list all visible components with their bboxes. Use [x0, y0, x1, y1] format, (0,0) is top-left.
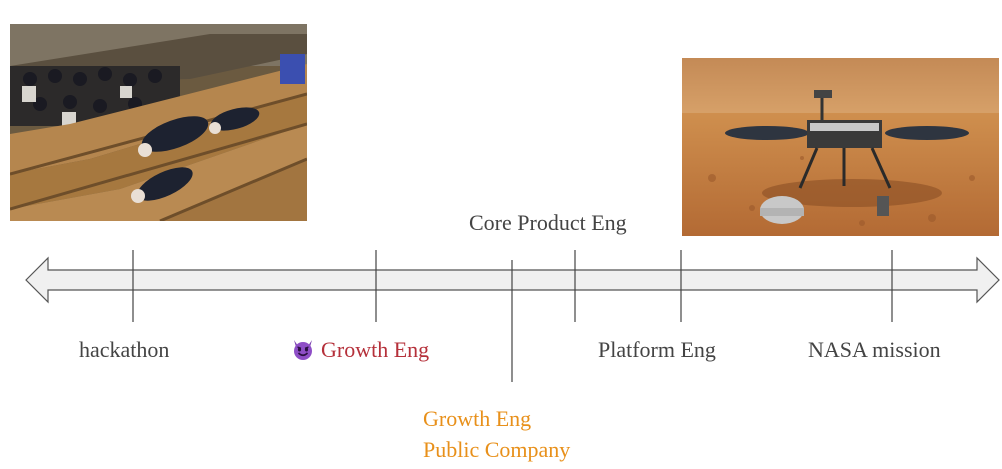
growth-public-line2: Public Company: [423, 437, 571, 462]
hackathon-label: hackathon: [79, 337, 170, 362]
platform-eng-label: Platform Eng: [598, 337, 716, 362]
mars-lander-photo: [682, 58, 999, 236]
nasa-mission-label: NASA mission: [808, 337, 941, 362]
mars-lander-image: [682, 58, 999, 236]
growth-eng-text: Growth Eng: [321, 337, 430, 362]
core-product-eng-label: Core Product Eng: [469, 210, 627, 235]
students-lying-on-stairs-photo: [10, 24, 307, 221]
growth-eng-public-company-label: Growth Eng Public Company: [423, 403, 570, 465]
growth-eng-label: Growth Eng: [291, 337, 429, 363]
growth-public-line1: Growth Eng: [423, 406, 532, 431]
smiling-devil-face-icon: [294, 340, 312, 360]
hackathon-photo: [10, 24, 307, 221]
